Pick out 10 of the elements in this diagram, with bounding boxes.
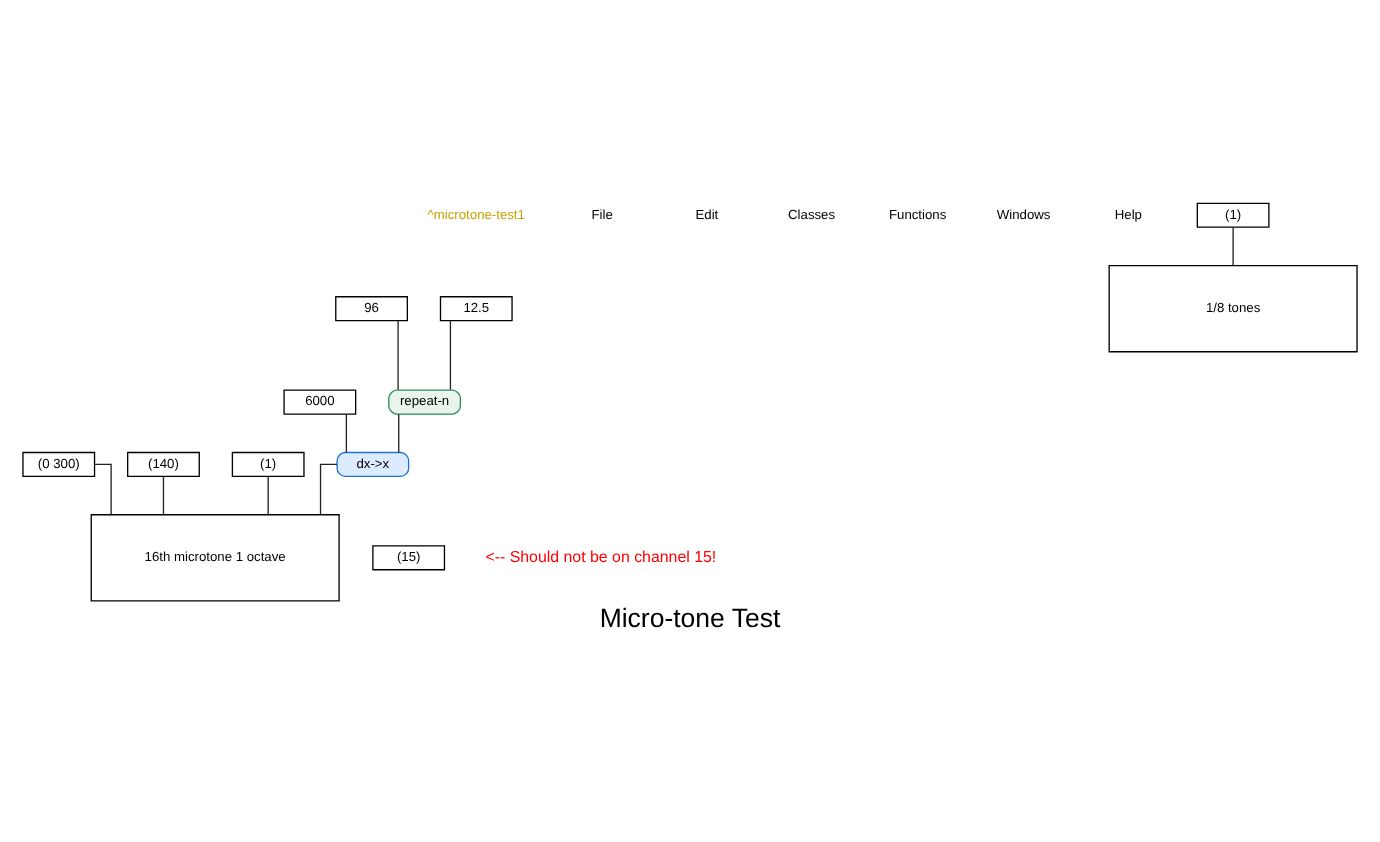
connector — [162, 474, 165, 515]
connector — [93, 462, 112, 515]
connector — [319, 462, 338, 515]
connector — [1232, 225, 1234, 266]
diagram-title: Micro-tone Test — [599, 602, 781, 633]
connector — [449, 319, 452, 390]
connector — [267, 474, 269, 515]
connector — [397, 319, 399, 390]
connector — [345, 412, 348, 453]
connector — [398, 412, 400, 453]
